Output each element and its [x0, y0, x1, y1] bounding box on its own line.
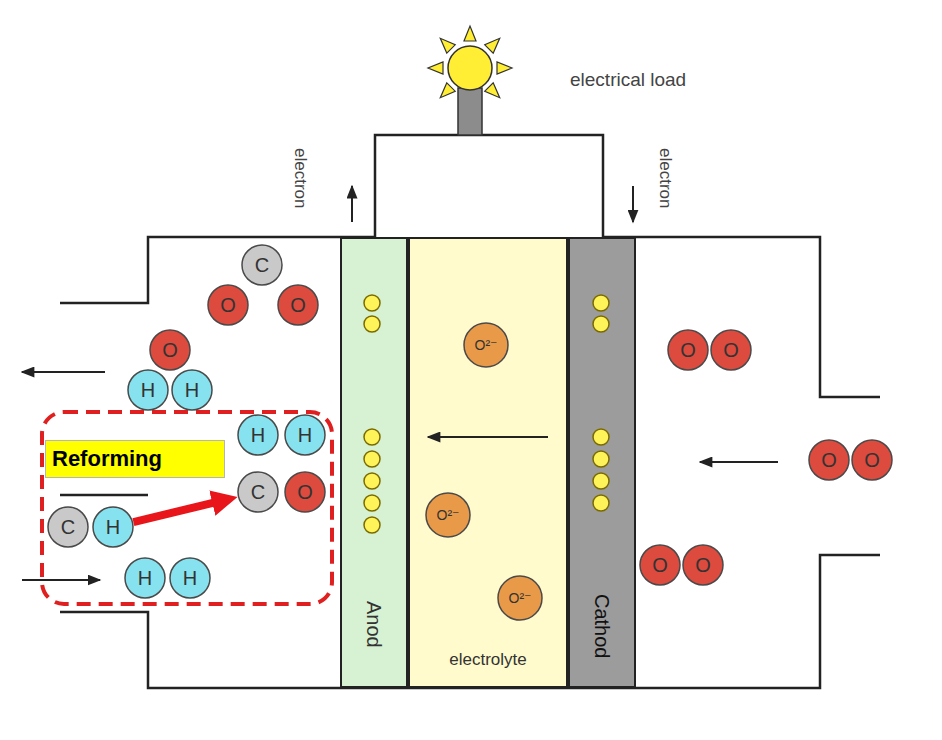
atom-symbol: O²⁻	[437, 508, 460, 522]
electron-label: electron	[292, 148, 309, 208]
circle-shape	[498, 576, 542, 620]
atom-symbol: H	[298, 425, 312, 445]
layer-label: Anod	[364, 601, 384, 648]
atom-circle: O	[284, 471, 326, 513]
atom-circle: C	[47, 506, 89, 548]
atom-circle: O	[149, 329, 191, 371]
circle-shape	[238, 472, 278, 512]
atom-symbol: O	[290, 295, 306, 315]
atom-symbol: O	[821, 450, 837, 470]
exhaust-arrow	[22, 371, 105, 373]
cathode-layer: Cathod	[568, 237, 636, 688]
circle-shape	[150, 330, 190, 370]
atom-symbol: C	[251, 482, 265, 502]
circle-shape	[278, 285, 318, 325]
atom-symbol: O	[220, 295, 236, 315]
circle-shape	[852, 440, 892, 480]
electrolyte-layer: electrolyte O²⁻ O²⁻ O²⁻	[408, 237, 568, 688]
atom-symbol: H	[251, 425, 265, 445]
light-ray	[464, 26, 476, 41]
reforming-arrow	[133, 501, 220, 522]
atom-circle: O	[710, 329, 752, 371]
atom-circle: C	[237, 471, 279, 513]
atom-circle: H	[127, 369, 169, 411]
atom-circle: O	[682, 544, 724, 586]
reforming-tag: Reforming	[45, 440, 225, 478]
circle-shape	[48, 507, 88, 547]
atom-circle: H	[237, 414, 279, 456]
oxide-ion: O²⁻	[463, 322, 509, 368]
load-label: electrical load	[570, 70, 686, 89]
electron-flow-arrow	[632, 186, 634, 222]
atom-circle: H	[284, 414, 326, 456]
atom-circle: H	[171, 369, 213, 411]
atom-symbol: C	[255, 255, 269, 275]
electron-label: electron	[657, 148, 674, 208]
atom-circle: O	[207, 284, 249, 326]
oxide-ion: O²⁻	[497, 575, 543, 621]
atom-symbol: H	[141, 380, 155, 400]
circle-shape	[426, 493, 470, 537]
atom-circle: O	[667, 329, 709, 371]
atom-symbol: O	[864, 450, 880, 470]
atom-circle: H	[124, 557, 166, 599]
circle-shape	[809, 440, 849, 480]
atom-circle: H	[92, 506, 134, 548]
reforming-region	[42, 412, 332, 604]
circle-shape	[285, 415, 325, 455]
circle-shape	[93, 507, 133, 547]
circle-shape	[464, 323, 508, 367]
atom-symbol: O	[695, 555, 711, 575]
circle-shape	[285, 472, 325, 512]
atom-circle: H	[169, 557, 211, 599]
light-ray	[440, 83, 455, 98]
light-ray	[485, 83, 500, 98]
atom-symbol: H	[185, 380, 199, 400]
electron-flow-arrow	[351, 186, 353, 222]
layer-label: Cathod	[592, 594, 612, 659]
atom-symbol: H	[183, 568, 197, 588]
circle-shape	[711, 330, 751, 370]
atom-symbol: H	[106, 517, 120, 537]
circle-shape	[208, 285, 248, 325]
oxide-ion: O²⁻	[425, 492, 471, 538]
atom-symbol: O	[723, 340, 739, 360]
atom-circle: O	[277, 284, 319, 326]
atom-symbol: O	[162, 340, 178, 360]
atom-symbol: O	[680, 340, 696, 360]
housing-wall	[60, 494, 148, 497]
fuel-inlet-arrow	[22, 579, 100, 581]
circle-shape	[683, 545, 723, 585]
bulb-base	[458, 88, 482, 135]
atom-symbol: C	[61, 517, 75, 537]
atom-symbol: O	[652, 555, 668, 575]
layer-label: electrolyte	[449, 651, 526, 668]
light-bulb	[428, 26, 512, 135]
circle-shape	[668, 330, 708, 370]
air-inlet-arrow	[700, 461, 778, 463]
circle-shape	[172, 370, 212, 410]
circle-shape	[128, 370, 168, 410]
circle-shape	[125, 558, 165, 598]
light-ray	[485, 38, 500, 53]
circle-shape	[170, 558, 210, 598]
atom-circle: C	[241, 244, 283, 286]
atom-circle: O	[851, 439, 893, 481]
circle-shape	[242, 245, 282, 285]
layer-label: Reforming	[52, 448, 162, 470]
bulb-glass	[448, 46, 492, 90]
atom-symbol: O²⁻	[509, 591, 532, 605]
light-ray	[428, 62, 443, 74]
atom-symbol: O²⁻	[475, 338, 498, 352]
anode-layer: Anod	[340, 237, 408, 688]
atom-symbol: O	[297, 482, 313, 502]
circle-shape	[640, 545, 680, 585]
light-ray	[440, 38, 455, 53]
atom-circle: O	[639, 544, 681, 586]
atom-symbol: H	[138, 568, 152, 588]
circle-shape	[238, 415, 278, 455]
light-ray	[497, 62, 512, 74]
atom-circle: O	[808, 439, 850, 481]
